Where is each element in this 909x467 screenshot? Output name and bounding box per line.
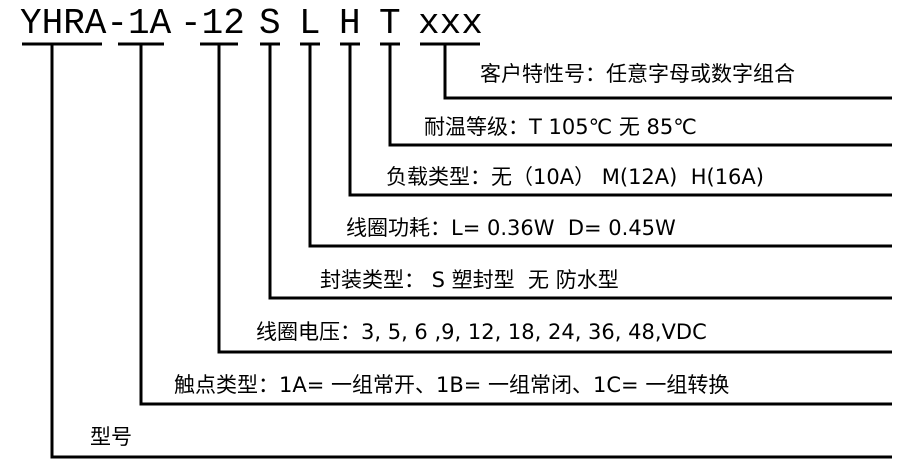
code-voltage: -12 <box>180 3 245 44</box>
desc-coil: 线圈功耗：L= 0.36W D= 0.45W <box>346 216 676 240</box>
leader-model <box>50 44 892 459</box>
leader-seal <box>268 44 892 300</box>
code-temp: T <box>379 3 401 44</box>
code-model: YHRA-1A <box>20 3 172 44</box>
code-seal: S <box>259 3 281 44</box>
desc-voltage: 线圈电压：3, 5, 6 ,9, 12, 18, 24, 36, 48,VDC <box>256 320 707 344</box>
desc-contact: 触点类型：1A= 一组常开、1B= 一组常闭、1C= 一组转换 <box>174 373 730 397</box>
code-load: H <box>339 3 361 44</box>
leader-temp <box>388 44 892 147</box>
leader-load <box>348 44 892 197</box>
leader-custom <box>443 44 892 100</box>
desc-model: 型号 <box>90 425 132 449</box>
desc-seal: 封装类型： S 塑封型 无 防水型 <box>320 268 619 292</box>
desc-custom: 客户特性号：任意字母或数字组合 <box>480 62 795 86</box>
code-custom: xxx <box>418 3 483 44</box>
leader-contact <box>139 44 892 406</box>
leader-voltage <box>217 44 892 354</box>
desc-temp: 耐温等级：T 105℃ 无 85℃ <box>424 115 697 139</box>
code-coil: L <box>299 3 321 44</box>
leader-coil <box>308 44 892 248</box>
desc-load: 负载类型：无（10A） M(12A) H(16A) <box>386 165 764 189</box>
